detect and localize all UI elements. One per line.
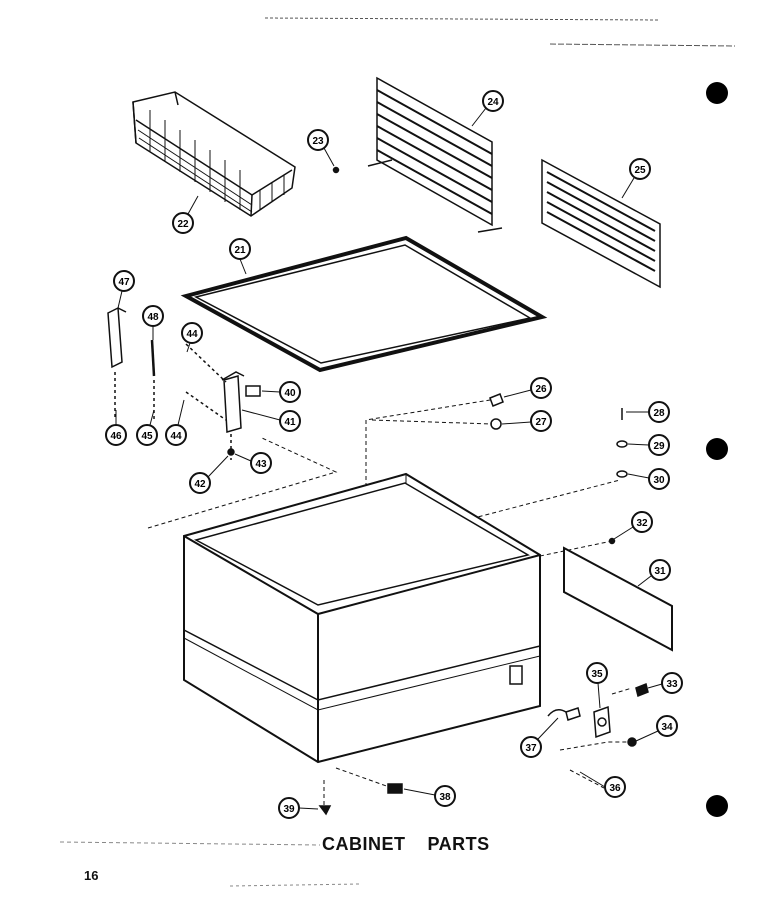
svg-text:41: 41 [284, 417, 296, 428]
scan-noise-top [59, 17, 736, 887]
svg-text:28: 28 [653, 408, 665, 419]
callout-27: 27 [501, 410, 552, 432]
svg-text:35: 35 [591, 669, 603, 680]
callout-48: 48 [142, 305, 164, 340]
callout-22: 22 [172, 195, 199, 234]
callout-36: 36 [579, 771, 626, 798]
svg-text:38: 38 [439, 792, 451, 803]
svg-text:39: 39 [283, 804, 295, 815]
grille-panel [541, 158, 661, 289]
caption-word-cabinet: CABINET [322, 834, 406, 854]
callout-25: 25 [621, 158, 651, 199]
binder-hole-bottom [706, 795, 728, 817]
hinge-hardware [107, 306, 156, 420]
svg-text:34: 34 [661, 722, 673, 733]
page-number: 16 [84, 868, 99, 883]
svg-text:46: 46 [110, 431, 122, 442]
svg-text:22: 22 [177, 219, 189, 230]
svg-text:36: 36 [609, 783, 621, 794]
control-hardware [318, 682, 649, 816]
callout-34: 34 [635, 715, 678, 742]
svg-text:30: 30 [653, 475, 665, 486]
callout-35: 35 [586, 662, 608, 709]
lid-gasket [180, 235, 548, 373]
svg-text:32: 32 [636, 518, 648, 529]
callout-44-upper: 44 [181, 322, 203, 353]
callout-24: 24 [471, 90, 504, 127]
svg-text:25: 25 [634, 165, 646, 176]
callout-47: 47 [113, 270, 135, 309]
callout-32: 32 [613, 511, 653, 540]
callout-28: 28 [626, 401, 670, 423]
svg-text:44: 44 [186, 329, 198, 340]
svg-text:48: 48 [147, 312, 159, 323]
callout-42: 42 [189, 455, 229, 494]
callout-23: 23 [307, 129, 335, 167]
svg-text:43: 43 [255, 459, 267, 470]
svg-text:29: 29 [653, 441, 665, 452]
svg-text:40: 40 [284, 388, 296, 399]
callout-38: 38 [403, 785, 456, 807]
callout-41: 41 [241, 409, 301, 432]
callout-40: 40 [261, 381, 301, 403]
back-panel [563, 546, 673, 652]
cabinet-body [183, 472, 541, 764]
binder-hole-middle [706, 438, 728, 460]
callout-45: 45 [136, 409, 158, 446]
binder-hole-top [706, 82, 728, 104]
svg-text:37: 37 [525, 743, 537, 754]
svg-text:33: 33 [666, 679, 678, 690]
svg-text:31: 31 [654, 566, 666, 577]
callout-39: 39 [278, 797, 319, 819]
svg-text:47: 47 [118, 277, 130, 288]
svg-text:27: 27 [535, 417, 547, 428]
callout-21: 21 [229, 238, 251, 275]
hinge-assembly [185, 343, 261, 460]
svg-text:23: 23 [312, 136, 324, 147]
diagram-caption: CABINET PARTS [322, 834, 512, 855]
callout-43: 43 [234, 452, 272, 474]
wire-basket [132, 91, 296, 217]
callouts: 21 22 23 24 25 26 27 28 29 30 31 32 33 3… [105, 90, 683, 819]
svg-text:24: 24 [487, 97, 499, 108]
callout-33: 33 [647, 672, 683, 694]
svg-text:42: 42 [194, 479, 206, 490]
caption-word-parts: PARTS [427, 834, 490, 854]
callout-44-lower: 44 [165, 399, 187, 446]
callout-26: 26 [503, 377, 552, 399]
svg-text:26: 26 [535, 384, 547, 395]
svg-text:21: 21 [234, 245, 246, 256]
svg-text:44: 44 [170, 431, 182, 442]
callout-46: 46 [105, 410, 127, 446]
callout-30: 30 [627, 468, 670, 490]
callout-37: 37 [520, 717, 559, 758]
callout-29: 29 [627, 434, 670, 456]
binder-holes [706, 82, 728, 817]
svg-text:45: 45 [141, 431, 153, 442]
callout-31: 31 [637, 559, 671, 587]
divider-vertical [367, 76, 503, 233]
